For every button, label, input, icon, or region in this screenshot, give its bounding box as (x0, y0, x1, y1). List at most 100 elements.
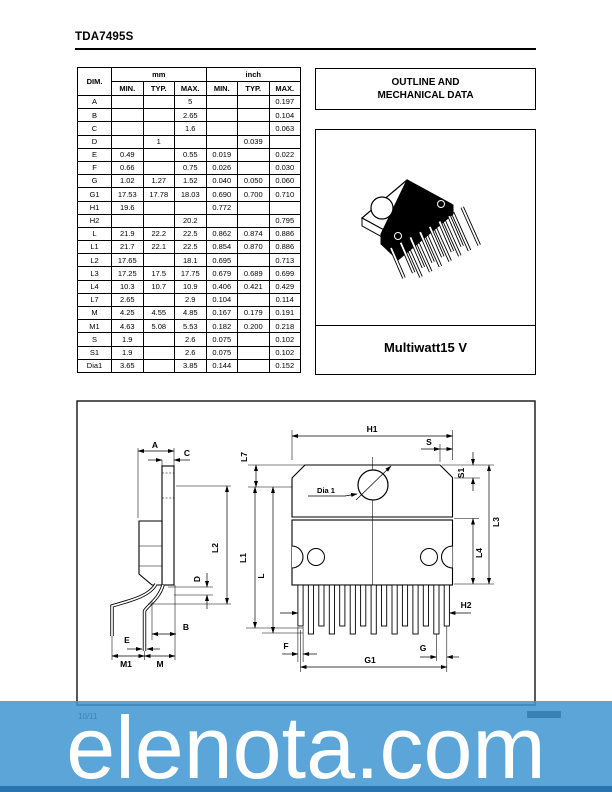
dim-value-cell (237, 160, 270, 176)
dim-label-cell: H2 (77, 213, 112, 228)
dim-value-cell: 1.27 (142, 174, 175, 189)
dim-label-cell: B (77, 108, 112, 123)
dim-value-cell: 0.060 (268, 174, 302, 189)
dim-value-cell (237, 200, 270, 215)
dim-value-cell: 10.9 (174, 279, 207, 294)
page-title: TDA7495S (75, 31, 134, 43)
dim-label-dia1: Dia 1 (317, 486, 335, 495)
dim-label-g1: G1 (364, 655, 376, 665)
dim-value-cell: 3.85 (174, 358, 207, 373)
dim-value-cell: 4.55 (142, 305, 175, 321)
dim-value-cell: 1.52 (174, 174, 207, 189)
outline-title-line1: OUTLINE AND (391, 77, 460, 88)
outline-title-box: OUTLINE AND MECHANICAL DATA (315, 68, 536, 110)
dim-label-cell: L3 (77, 266, 112, 281)
outline-title-line2: MECHANICAL DATA (377, 90, 474, 101)
dim-label-cell: L4 (77, 279, 112, 294)
dim-value-cell: 0.075 (205, 345, 238, 360)
dim-label-cell: L (77, 226, 112, 242)
dim-value-cell (142, 121, 175, 136)
dim-value-cell: 0.699 (268, 266, 302, 281)
dim-label-c: C (184, 448, 190, 458)
dim-value-cell: 0.179 (237, 305, 270, 321)
package-box-divider (316, 325, 535, 327)
dim-label-cell: C (77, 121, 112, 136)
dim-value-cell: 0.862 (205, 226, 238, 242)
table-subheader-row: MIN. TYP. MAX. MIN. TYP. MAX. (78, 81, 302, 96)
dim-value-cell: 0.75 (174, 160, 207, 176)
col-header: MAX. (268, 81, 302, 96)
dim-value-cell: 2.65 (111, 292, 144, 308)
dim-value-cell (142, 358, 175, 373)
dim-value-cell: 0.104 (205, 292, 238, 308)
package-3d-figure (360, 179, 481, 279)
dim-value-cell (205, 94, 238, 110)
mechanical-drawing: A C L2 D B (76, 400, 536, 706)
dim-value-cell: 0.026 (205, 160, 238, 176)
dim-label-l1: L1 (238, 553, 248, 563)
dim-value-cell (174, 200, 207, 215)
dim-value-cell: 2.9 (174, 292, 207, 308)
dim-value-cell: 0.167 (205, 305, 238, 321)
dim-value-cell: 0.039 (237, 134, 270, 149)
dim-value-cell: 4.85 (174, 305, 207, 321)
dim-label-e: E (124, 635, 130, 645)
dim-value-cell: 17.5 (142, 266, 175, 281)
dim-value-cell: 0.102 (268, 332, 302, 347)
dim-label-l: L (256, 573, 266, 578)
dim-value-cell (268, 134, 302, 149)
dim-label-s1: S1 (456, 468, 466, 479)
dim-value-cell (205, 134, 238, 149)
dim-header-cell: DIM. (77, 67, 112, 96)
dim-value-cell: 0.713 (268, 253, 302, 268)
dim-value-cell (205, 213, 238, 228)
dim-value-cell: 20.2 (174, 213, 207, 228)
dim-value-cell (142, 94, 175, 110)
dim-value-cell: 0.152 (268, 358, 302, 373)
package-3d (360, 179, 481, 279)
package-name: Multiwatt15 V (383, 340, 468, 355)
dim-value-cell (142, 108, 175, 123)
mounting-hole (370, 196, 394, 220)
dim-value-cell: 0.689 (237, 266, 270, 281)
mm-group-header: mm (111, 67, 207, 82)
dim-value-cell: 3.65 (111, 358, 144, 373)
dim-value-cell: 5.53 (174, 319, 207, 334)
dim-label-cell: L7 (77, 292, 112, 308)
dim-label-m1: M1 (120, 659, 132, 669)
dim-value-cell: 4.25 (111, 305, 144, 321)
dim-value-cell (268, 200, 302, 215)
dim-label-s: S (426, 437, 432, 447)
dim-value-cell: 0.406 (205, 279, 238, 294)
dim-value-cell: 0.690 (205, 187, 238, 202)
dim-value-cell: 0.022 (268, 147, 302, 162)
dimensions-table: DIM. mm inch MIN. TYP. MAX. MIN. TYP. MA… (77, 67, 302, 373)
dim-value-cell: 17.25 (111, 266, 144, 281)
dim-label-cell: D (77, 134, 112, 149)
dim-value-cell: 1.9 (111, 332, 144, 347)
dim-value-cell: 0.870 (237, 240, 270, 255)
dim-value-cell (237, 147, 270, 162)
dim-label-cell: S (77, 332, 112, 347)
dim-value-cell: 10.3 (111, 279, 144, 294)
dim-label-m: M (156, 659, 163, 669)
dim-value-cell: 0.191 (268, 305, 302, 321)
dim-label-cell: L1 (77, 240, 112, 255)
dim-value-cell: 4.63 (111, 319, 144, 334)
dim-value-cell (237, 292, 270, 308)
dim-value-cell: 17.53 (111, 187, 144, 202)
dim-label-cell: M1 (77, 319, 112, 334)
dim-value-cell: 0.772 (205, 200, 238, 215)
watermark-bottom-strip (0, 786, 612, 792)
